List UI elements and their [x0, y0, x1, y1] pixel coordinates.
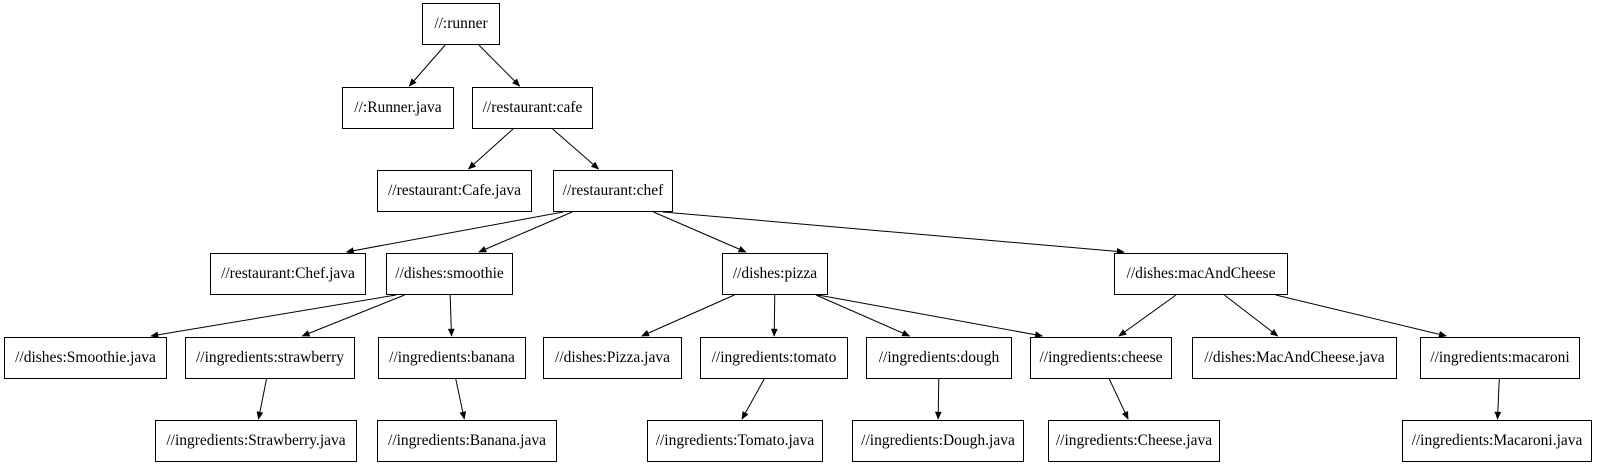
graph-node-dough-java: //ingredients:Dough.java [852, 420, 1024, 462]
graph-edge-cafe--cafe-java [467, 128, 514, 170]
graph-edge-chef--smoothie [478, 211, 573, 253]
graph-node-smoothie: //dishes:smoothie [386, 253, 513, 295]
graph-edge-pizza--cheese [817, 294, 1044, 339]
graph-node-banana-java: //ingredients:Banana.java [377, 420, 557, 462]
graph-node-runner-java: //:Runner.java [342, 87, 454, 129]
graph-node-smoothie-java: //dishes:Smoothie.java [4, 337, 167, 379]
graph-node-tomato-java: //ingredients:Tomato.java [647, 420, 823, 462]
graph-node-dough: //ingredients:dough [866, 337, 1012, 379]
graph-edge-macaroni--macaroni-java [1494, 378, 1502, 420]
graph-node-macaroni: //ingredients:macaroni [1420, 337, 1580, 379]
graph-edge-runner--cafe [478, 44, 521, 87]
graph-edge-runner--runner-java [408, 44, 446, 87]
graph-node-cafe: //restaurant:cafe [472, 87, 593, 129]
graph-node-runner: //:runner [422, 3, 500, 45]
graph-edge-strawberry--strawberry-java [256, 378, 267, 420]
graph-edge-smoothie--strawberry [301, 294, 405, 337]
graph-node-chef-java: //restaurant:Chef.java [210, 253, 366, 295]
graph-edge-chef--mac-and-cheese [662, 211, 1125, 255]
graph-edge-tomato--tomato-java [741, 378, 765, 420]
graph-node-cheese-java: //ingredients:Cheese.java [1048, 420, 1220, 462]
graph-node-cheese: //ingredients:cheese [1030, 337, 1172, 379]
graph-node-macaroni-java: //ingredients:Macaroni.java [1402, 420, 1592, 462]
graph-node-mac-and-cheese-java: //dishes:MacAndCheese.java [1192, 337, 1397, 379]
graph-edge-smoothie--smoothie-java [150, 294, 397, 339]
graph-edge-smoothie--banana [447, 294, 455, 337]
graph-edge-chef--chef-java [345, 211, 564, 254]
graph-edge-pizza--tomato [770, 294, 778, 337]
graph-node-pizza-java: //dishes:Pizza.java [543, 337, 682, 379]
graph-node-pizza: //dishes:pizza [722, 253, 828, 295]
graph-edge-pizza--pizza-java [641, 294, 735, 337]
graph-edge-pizza--dough [815, 294, 911, 337]
graph-node-tomato: //ingredients:tomato [700, 337, 848, 379]
graph-node-cafe-java: //restaurant:Cafe.java [377, 170, 532, 212]
graph-edge-mac-and-cheese--cheese [1118, 294, 1177, 337]
graph-node-banana: //ingredients:banana [378, 337, 526, 379]
graph-node-chef: //restaurant:chef [553, 170, 673, 212]
graph-edge-banana--banana-java [455, 378, 467, 420]
graph-edge-mac-and-cheese--mac-and-cheese-java [1224, 294, 1279, 337]
graph-edge-mac-and-cheese--macaroni [1275, 294, 1447, 338]
graph-node-strawberry: //ingredients:strawberry [185, 337, 355, 379]
graph-node-strawberry-java: //ingredients:Strawberry.java [155, 420, 357, 462]
graph-edge-cafe--chef [552, 128, 600, 170]
graph-edge-cheese--cheese-java [1108, 378, 1129, 420]
graph-edge-dough--dough-java [934, 378, 942, 420]
graph-edge-chef--pizza [653, 211, 747, 253]
graph-node-mac-and-cheese: //dishes:macAndCheese [1114, 253, 1288, 295]
